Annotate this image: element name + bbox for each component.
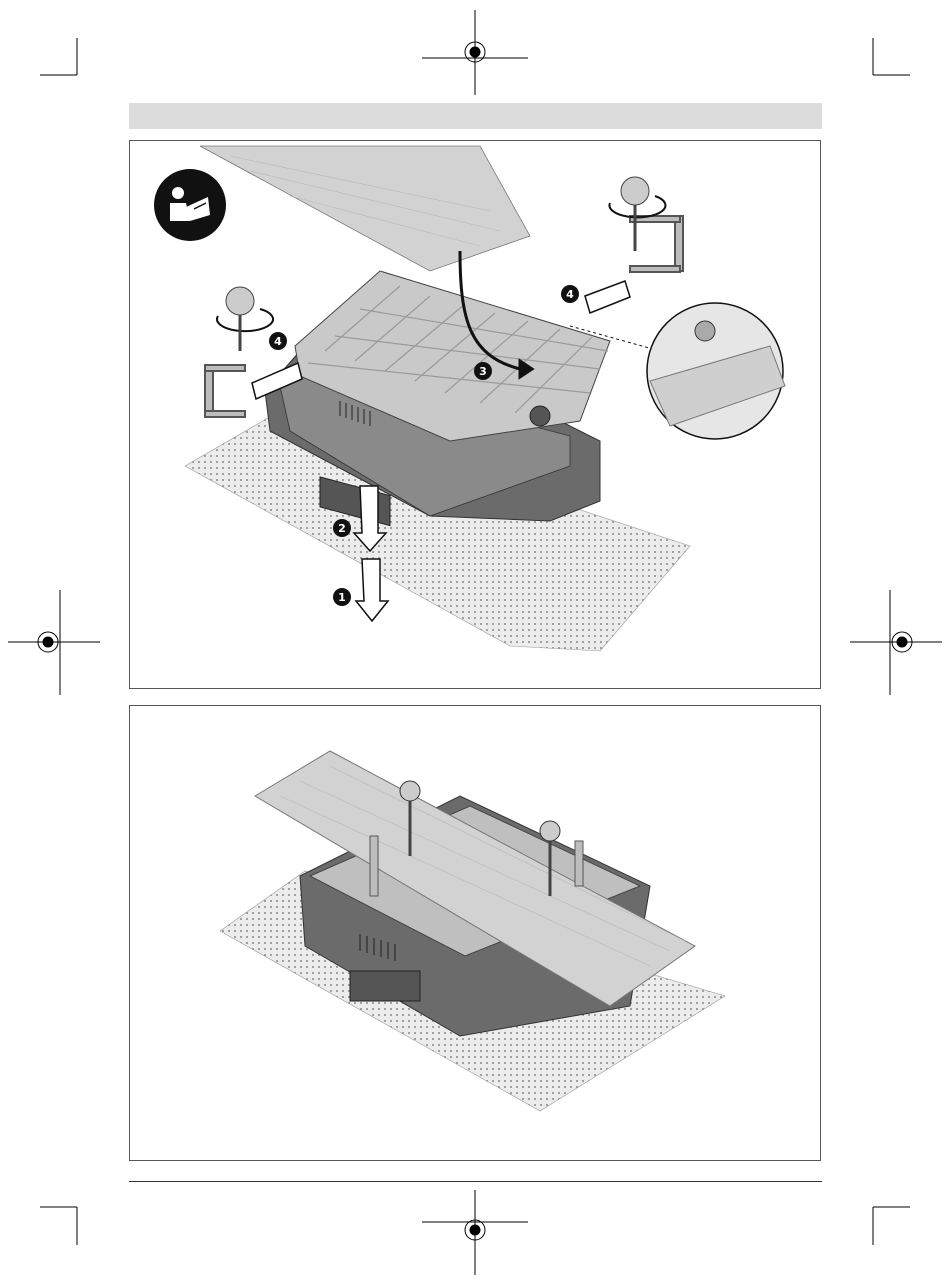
step-marker-label: 4 bbox=[274, 335, 282, 348]
step-marker-label: 2 bbox=[338, 522, 346, 535]
step-marker-label: 3 bbox=[479, 365, 487, 378]
magnifier-icon bbox=[570, 303, 785, 439]
step-marker-label: 1 bbox=[338, 591, 346, 604]
step-marker-3: 3 bbox=[474, 362, 492, 380]
read-manual-icon bbox=[154, 169, 226, 241]
figure-bottom-illustration bbox=[130, 706, 820, 1160]
board-icon bbox=[200, 146, 530, 271]
footer-rule bbox=[129, 1181, 822, 1182]
figure-top-panel: 1 2 3 4 4 bbox=[129, 140, 821, 689]
step-marker-label: 4 bbox=[566, 288, 574, 301]
header-band bbox=[129, 103, 822, 129]
step-marker-1: 1 bbox=[333, 588, 351, 606]
figure-top-illustration: 1 2 3 4 4 bbox=[130, 141, 820, 688]
step-marker-4b: 4 bbox=[561, 285, 579, 303]
figure-bottom-panel bbox=[129, 705, 821, 1161]
step-marker-4a: 4 bbox=[269, 332, 287, 350]
step-marker-2: 2 bbox=[333, 519, 351, 537]
